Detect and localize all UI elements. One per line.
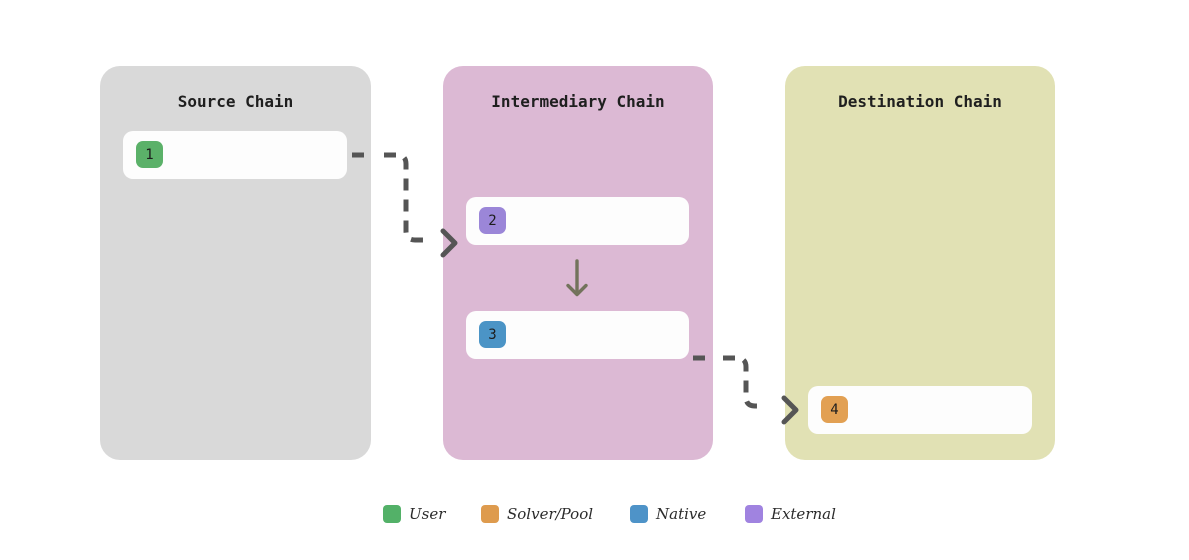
connector-1-dashed-path (384, 152, 426, 243)
legend-label-native: Native (656, 505, 707, 523)
panel-title-destination-chain: Destination Chain (838, 92, 1002, 111)
node-badge-native: 3 (479, 321, 506, 348)
node-box-step-2: 2 (466, 197, 689, 245)
panel-intermediary-chain: Intermediary Chain (443, 66, 713, 460)
legend-swatch-external (745, 505, 763, 523)
legend-item-native: Native (630, 504, 706, 524)
legend-item-external: External (745, 504, 836, 524)
legend-swatch-solver-pool (481, 505, 499, 523)
legend-swatch-user (383, 505, 401, 523)
panel-title-source-chain: Source Chain (177, 92, 294, 111)
connector-2-dashed-path (723, 355, 763, 409)
node-badge-user: 1 (136, 141, 163, 168)
legend-swatch-native (630, 505, 648, 523)
node-box-step-1: 1 (123, 131, 347, 179)
panel-source-chain: Source Chain (100, 66, 371, 460)
node-box-step-4: 4 (808, 386, 1032, 434)
node-badge-external: 2 (479, 207, 506, 234)
legend-label-user: User (409, 505, 446, 523)
legend: User Solver/Pool Native External (0, 504, 1189, 528)
legend-item-solver-pool: Solver/Pool (481, 504, 593, 524)
legend-label-external: External (771, 505, 836, 523)
node-badge-solver-pool: 4 (821, 396, 848, 423)
legend-item-user: User (383, 504, 445, 524)
node-box-step-3: 3 (466, 311, 689, 359)
panel-title-intermediary-chain: Intermediary Chain (491, 92, 665, 111)
legend-label-solver-pool: Solver/Pool (507, 505, 594, 523)
